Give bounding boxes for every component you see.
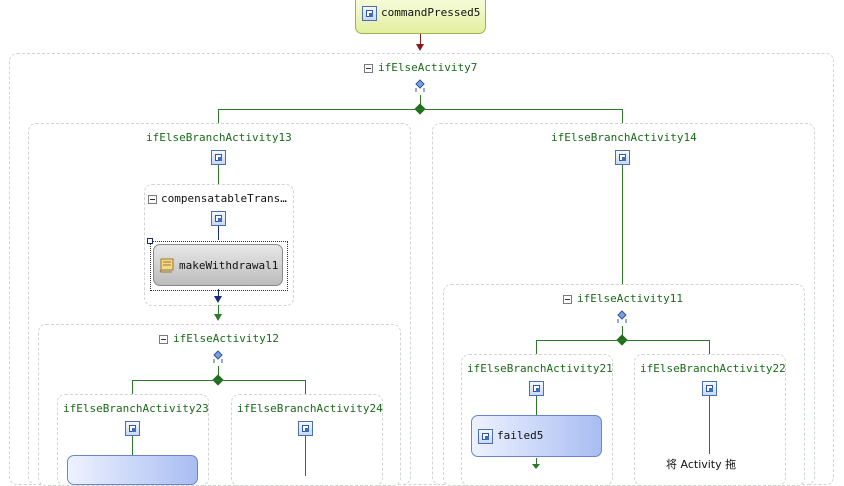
make-withdrawal-activity[interactable]: makeWithdrawal1 [153,244,283,286]
if-else-branch-22-container[interactable] [634,354,786,486]
top-arrow-icon [416,44,424,51]
collapse-icon[interactable] [364,64,373,73]
command-pressed-activity[interactable]: commandPressed5 [355,0,486,34]
make-withdrawal-label: makeWithdrawal1 [179,259,279,272]
connector [622,109,623,124]
if-else-branch-icon [617,310,627,323]
sequence-icon [615,150,630,165]
connector [420,95,421,105]
arrow-icon [214,296,222,303]
if-else-branch-icon [213,350,223,363]
connector [218,226,219,240]
collapse-icon[interactable] [148,195,157,204]
if-else-branch-icon [415,79,425,92]
connector [622,326,623,335]
command-pressed-label: commandPressed5 [381,6,481,19]
connector [132,436,133,456]
connector [218,366,219,375]
handle-external-event-icon [362,6,377,21]
connector [218,165,219,184]
sequence-icon [529,381,544,396]
compensatable-transaction-label: compensatableTrans… [161,192,287,205]
if-else-branch-23-label: ifElseBranchActivity23 [63,402,209,415]
collapse-icon[interactable] [563,295,572,304]
top-connector [420,34,421,44]
if-else-activity-12-label: ifElseActivity12 [173,332,279,345]
if-else-branch-13-label: ifElseBranchActivity13 [146,131,292,144]
connector [218,109,219,124]
connector [536,340,537,354]
transaction-scope-icon [211,211,226,226]
arrow-icon [532,464,540,469]
connector [305,436,306,476]
sequence-icon [702,381,717,396]
failed-label: failed5 [497,429,544,442]
connector [622,165,623,285]
connector [305,380,306,394]
code-scroll-icon [159,258,174,273]
selection-handle[interactable] [147,238,153,244]
connector [218,109,623,110]
connector [132,380,306,381]
connector [709,396,710,454]
selection-box [150,241,288,291]
connector [536,396,537,415]
if-else-branch-14-label: ifElseBranchActivity14 [551,131,697,144]
connector [709,340,710,354]
handle-external-event-icon [478,429,493,444]
if-else-branch-24-label: ifElseBranchActivity24 [237,402,383,415]
connector [132,380,133,394]
sequence-icon [125,421,140,436]
branch-23-activity[interactable] [67,455,198,485]
sequence-icon [298,421,313,436]
connector [218,305,219,315]
arrow-icon [214,314,222,321]
failed-activity[interactable]: failed5 [471,415,602,457]
if-else-branch-21-label: ifElseBranchActivity21 [467,362,613,375]
if-else-branch-22-label: ifElseBranchActivity22 [640,362,786,375]
if-else-activity-11-label: ifElseActivity11 [577,292,683,305]
drop-activity-hint: 将 Activity 拖 [666,458,737,471]
connector [218,289,219,297]
connector [536,340,710,341]
if-else-activity-7-label: ifElseActivity7 [378,61,478,74]
connector [536,458,537,467]
collapse-icon[interactable] [159,335,168,344]
sequence-icon [211,150,226,165]
